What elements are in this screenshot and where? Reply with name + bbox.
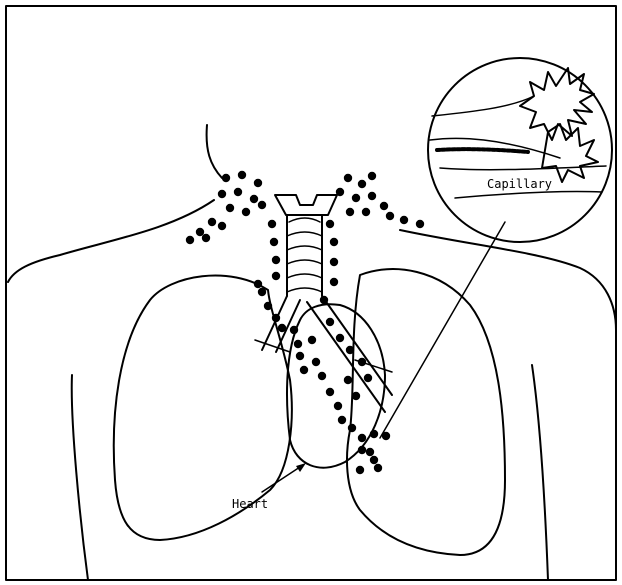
lymph-node-dot [330,258,338,266]
lymph-node-dot [330,238,338,246]
lymph-node-dot [254,280,262,288]
lymph-node-dot [268,220,276,228]
lymph-node-dot [358,434,366,442]
lymph-node-dot [234,188,242,196]
lymph-node-dot [258,288,266,296]
heart-arrow-head [296,463,306,472]
lymph-node-dot [272,272,280,280]
right-bronchus-inner [307,302,385,412]
left-shoulder-outline [8,200,214,282]
lymph-node-dot [208,218,216,226]
lymph-node-dot [356,466,364,474]
lymph-node-dot [294,340,302,348]
lymph-node-dot [270,238,278,246]
lymph-node-dot [416,220,424,228]
left-torso-side [72,375,88,580]
capillary-wall-bottom [455,191,602,198]
lymph-node-dot [312,358,320,366]
lymph-node-dot [358,358,366,366]
lymph-node-dot [222,174,230,182]
lymph-node-dot [308,336,316,344]
trachea-ring-4 [287,260,322,264]
lymph-node-dot [334,402,342,410]
lymph-node-dot [336,334,344,342]
right-torso-side [532,365,548,580]
lymph-node-dot [258,201,266,209]
lymph-node-dot [364,374,372,382]
trachea-ring-3 [287,246,322,250]
lymph-node-dot [368,172,376,180]
alveolus-spiky-2 [542,124,598,182]
lymph-node-dot [370,456,378,464]
frame-border [6,6,616,580]
lymph-node-dot [186,236,194,244]
lymph-node-dot [338,416,346,424]
deposit-band [437,149,528,152]
lymph-node-dot [290,326,298,334]
lymph-node-dot [346,346,354,354]
lymph-node-dot [218,222,226,230]
lymph-node-dot [352,194,360,202]
lungs [114,269,505,555]
lymph-node-dot [366,448,374,456]
right-shoulder-outline [400,230,616,330]
lymph-node-dot [336,188,344,196]
lymph-node-dot [380,202,388,210]
lymph-node-dot [358,180,366,188]
lymph-node-dot [326,220,334,228]
lymph-node-dot [318,372,326,380]
lymph-node-dot [238,171,246,179]
lymph-node-dots [186,171,424,474]
lymph-node-dot [264,302,272,310]
lymph-node-dot [278,324,286,332]
lymph-node-dot [400,216,408,224]
lymph-node-dot [326,318,334,326]
lymph-node-dot [272,314,280,322]
lymph-node-dot [326,388,334,396]
lymph-node-dot [300,366,308,374]
magnified-inset: Capillary [428,58,612,242]
right-bronchus-outer [322,296,392,395]
lymph-node-dot [202,234,210,242]
lymph-node-dot [370,430,378,438]
lymph-node-dot [218,190,226,198]
lymph-node-dot [320,296,328,304]
lymph-node-dot [344,174,352,182]
lymph-node-dot [242,208,250,216]
left-bronchus-branch [255,340,290,352]
trachea-ring-5 [287,274,322,278]
trachea-ring-1 [289,218,320,222]
lymph-node-dot [196,228,204,236]
lymph-node-dot [362,208,370,216]
lymph-node-dot [382,432,390,440]
lymph-node-dot [374,464,382,472]
lymph-node-dot [368,192,376,200]
heart-label: Heart [232,497,268,511]
lymph-node-dot [250,195,258,203]
capillary-label: Capillary [487,177,552,191]
lymph-node-dot [358,446,366,454]
heart-outline [287,304,385,467]
neck-left-contour [207,125,222,178]
trachea-ring-6 [287,288,322,292]
alveolus-wall-top [432,96,534,116]
lymph-node-dot [330,278,338,286]
lymph-node-dot [352,392,360,400]
lymph-node-dot [348,424,356,432]
magnifier-pointer-line [380,222,505,438]
lymph-node-dot [346,208,354,216]
larynx [275,195,337,215]
lymph-node-dot [226,204,234,212]
lymph-node-dot [254,179,262,187]
lymph-node-dot [386,212,394,220]
alveolus-spiky-1 [520,68,594,140]
lymph-node-dot [272,256,280,264]
trachea-ring-2 [287,232,322,236]
lymph-node-dot [344,376,352,384]
right-lung [347,269,505,555]
lymph-node-dot [296,352,304,360]
